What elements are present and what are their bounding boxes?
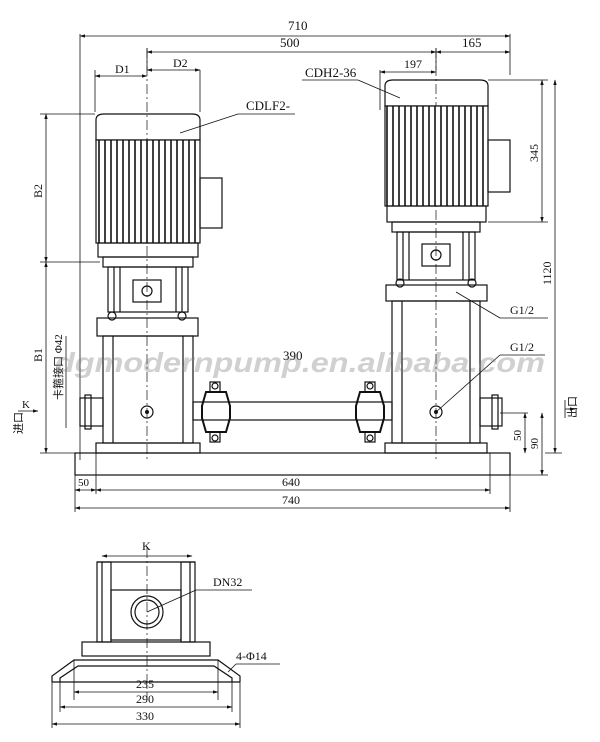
dim-50-right-label: 50 <box>512 430 524 442</box>
dim-390: 390 <box>283 348 303 363</box>
dim-235-label: 235 <box>136 677 154 691</box>
dim-290: 290 <box>59 682 233 712</box>
left-pump <box>79 48 223 460</box>
callout-cdh-label: CDH2-36 <box>305 65 357 80</box>
dim-b2: B2 <box>31 113 100 263</box>
callout-dn32-label: DN32 <box>213 575 242 589</box>
dim-500-label: 500 <box>280 35 300 50</box>
callout-bolts: 4-Φ14 <box>227 649 280 673</box>
k-bottom-label: K <box>142 539 151 553</box>
callout-cdh: CDH2-36 <box>302 65 401 99</box>
dim-50-bottom-label: 50 <box>78 477 90 489</box>
watermark: dgmodernpump.en.alibaba.com <box>55 347 545 378</box>
dim-d2-label: D2 <box>173 56 188 70</box>
dim-b1-label: B1 <box>31 348 45 362</box>
dim-50-bottom: 50 <box>74 475 97 512</box>
dim-345-label: 345 <box>527 144 541 162</box>
manifold-pipe <box>192 381 393 443</box>
dim-390-label: 390 <box>283 348 303 363</box>
dim-1120: 1120 <box>540 79 562 454</box>
right-pump <box>384 48 511 460</box>
dim-90: 90 <box>510 412 548 476</box>
dim-290-label: 290 <box>136 692 154 706</box>
dim-345: 345 <box>488 79 548 223</box>
inlet-label: 进口 <box>12 412 25 434</box>
dim-235: 235 <box>73 677 219 694</box>
callout-g-lower: G1/2 <box>435 340 545 413</box>
dim-740: 740 <box>74 475 511 512</box>
dim-197-label: 197 <box>404 57 422 71</box>
dim-1120-label: 1120 <box>540 261 554 285</box>
dim-710-label: 710 <box>288 18 308 33</box>
dim-330: 330 <box>51 682 241 728</box>
dim-740-label: 740 <box>282 493 300 507</box>
callout-g-upper-label: G1/2 <box>510 303 534 317</box>
callout-dn32: DN32 <box>146 575 252 613</box>
side-view: K <box>51 539 241 700</box>
callout-cdlf-label: CDLF2- <box>246 98 290 113</box>
base-frame <box>74 452 511 476</box>
callout-bolts-label: 4-Φ14 <box>236 649 267 663</box>
callout-cdlf: CDLF2- <box>179 98 295 134</box>
dim-330-label: 330 <box>136 709 154 723</box>
clamp-port-label: 卡箍接口 Φ42 <box>51 334 65 400</box>
callout-g-upper: G1/2 <box>455 291 548 319</box>
dim-500: 500 <box>146 35 437 70</box>
dim-640-label: 640 <box>282 475 300 489</box>
outlet-marker: 出口 <box>564 396 579 418</box>
dim-d1-label: D1 <box>115 62 130 76</box>
k-side-label: K <box>22 399 30 411</box>
outlet-label: 出口 <box>565 396 579 418</box>
callout-g-lower-label: G1/2 <box>510 340 534 354</box>
dim-b1: B1 <box>31 261 80 454</box>
inlet-marker: K 进口 <box>12 399 39 434</box>
dim-640: 640 <box>95 475 491 494</box>
dim-d1-d2: D1 D2 <box>94 56 201 112</box>
clamp-port-dim: 卡箍接口 Φ42 <box>51 334 67 428</box>
dim-b2-label: B2 <box>31 184 45 198</box>
dim-165-label: 165 <box>462 35 482 50</box>
dim-710: 710 <box>79 18 511 460</box>
dim-50-right: 50 <box>500 412 528 454</box>
dim-165: 165 <box>435 35 511 54</box>
dim-90-label: 90 <box>529 438 541 450</box>
dim-197: 197 <box>379 57 437 110</box>
